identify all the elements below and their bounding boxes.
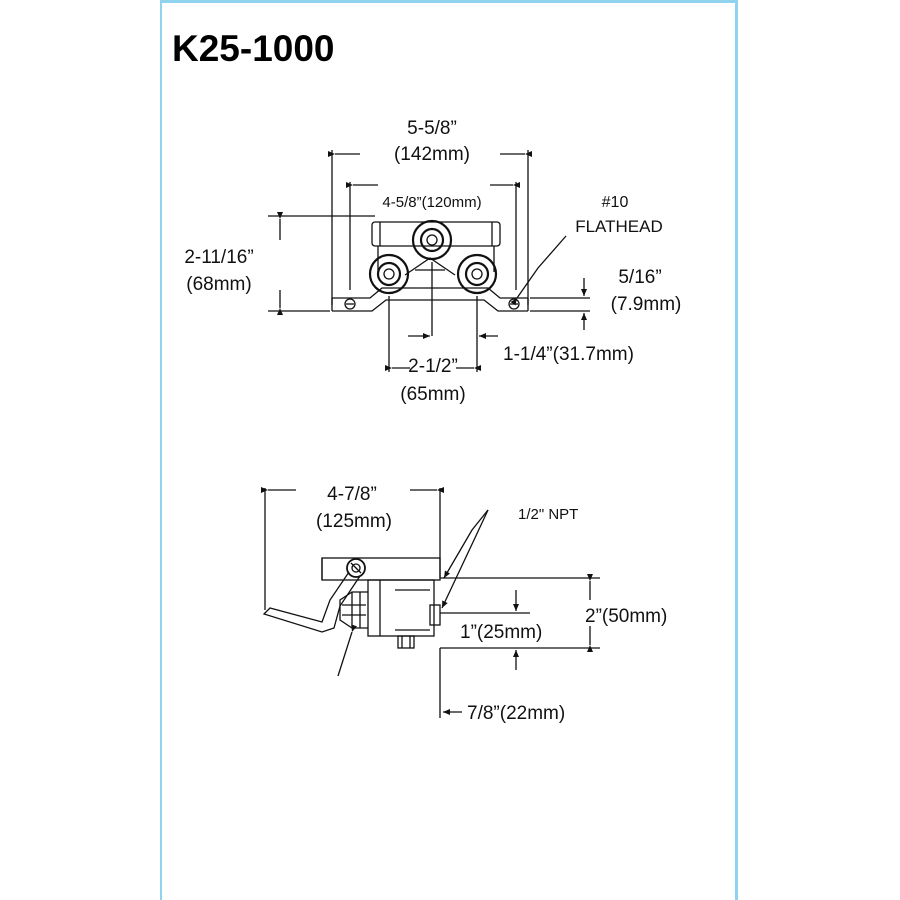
flange-label: 5/16”: [618, 267, 661, 288]
overall-width-label: 5-5/8”: [407, 118, 457, 139]
frame-left-border: [160, 0, 162, 900]
height-mm-label: (68mm): [186, 274, 251, 295]
frame-right-border: [735, 0, 738, 900]
length-mm-label: (125mm): [316, 511, 392, 532]
offset-label: 1-1/4”(31.7mm): [503, 344, 634, 365]
height-label: 2-11/16”: [184, 247, 253, 268]
side-offset-label: 7/8”(22mm): [467, 703, 565, 724]
side-view: [261, 487, 600, 718]
npt-label: 1/2" NPT: [518, 506, 578, 523]
flange-mm-label: (7.9mm): [611, 294, 682, 315]
screw-number-label: #10: [602, 194, 629, 211]
center-spacing-label: 2-1/2”: [408, 356, 458, 377]
frame-top-border: [160, 0, 738, 3]
overall-width-mm-label: (142mm): [394, 144, 470, 165]
model-number: K25-1000: [172, 28, 335, 69]
length-label: 4-7/8”: [327, 484, 377, 505]
inner-width-label: 4-5/8”(120mm): [382, 194, 481, 211]
top-view: [268, 150, 590, 372]
half-height-label: 1”(25mm): [460, 622, 542, 643]
center-spacing-mm-label: (65mm): [400, 384, 465, 405]
screw-type-label: FLATHEAD: [575, 217, 663, 236]
total-height-label: 2”(50mm): [585, 606, 667, 627]
